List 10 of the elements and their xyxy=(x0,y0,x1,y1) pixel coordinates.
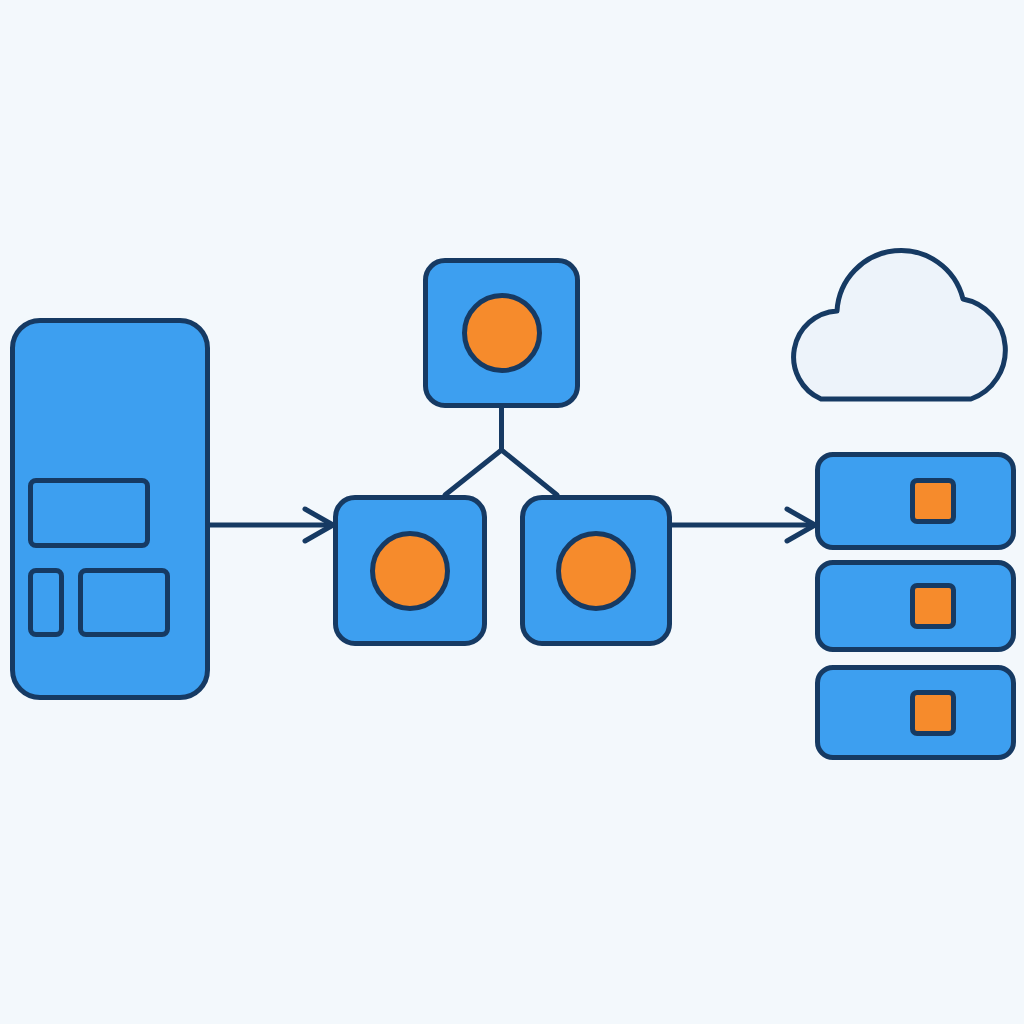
server-unit xyxy=(815,560,1016,652)
network-node xyxy=(520,495,672,646)
arrow xyxy=(207,506,336,544)
app-window xyxy=(10,318,210,700)
network-node xyxy=(423,258,580,408)
connector-line xyxy=(499,405,560,498)
server-unit xyxy=(815,665,1016,760)
arrow xyxy=(669,506,818,544)
server-unit xyxy=(815,452,1016,550)
network-node xyxy=(333,495,487,646)
